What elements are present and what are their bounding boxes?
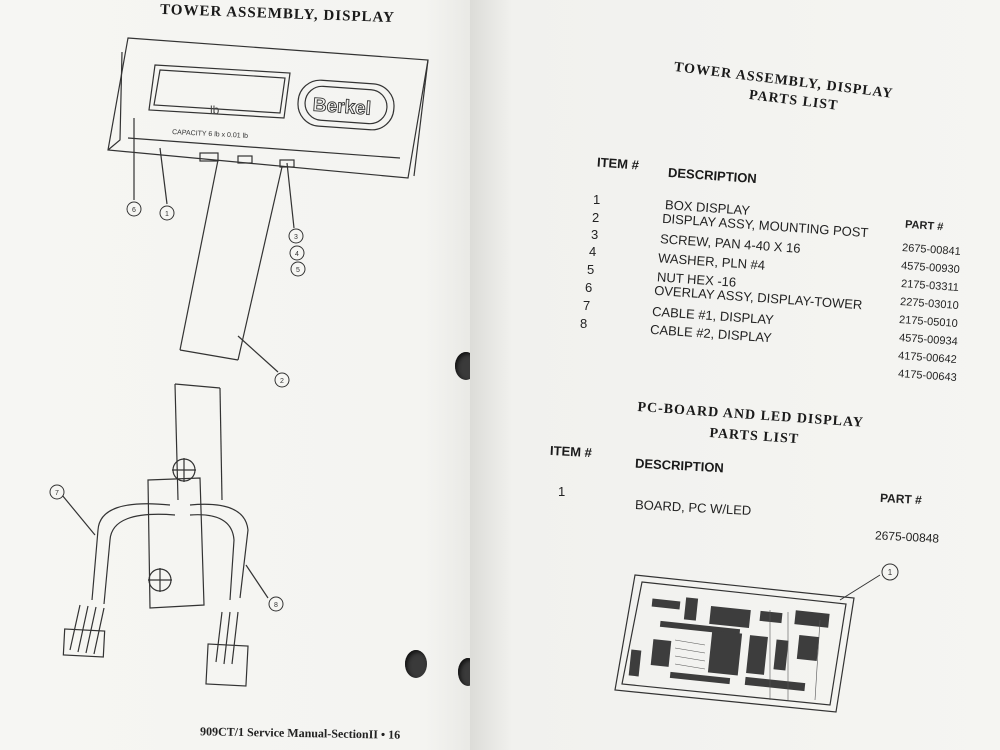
item-number: 1	[593, 192, 601, 207]
callout-4: 4	[295, 251, 299, 258]
callout-3: 3	[294, 234, 298, 241]
callout-6: 6	[132, 207, 136, 214]
item-number: 2	[592, 210, 600, 225]
item-number: 7	[583, 298, 591, 313]
item-number: 6	[585, 280, 593, 295]
pc-board-diagram: 1	[614, 563, 899, 713]
left-page: TOWER ASSEMBLY, DISPLAY	[0, 0, 500, 750]
callout-1: 1	[165, 211, 169, 218]
callout-5: 5	[296, 267, 300, 274]
item-number: 5	[587, 262, 595, 277]
callout-8: 8	[274, 602, 278, 609]
tower-assembly-diagram: 6 1 3 4 5 2 7 8 lb CAPACITY 6 lb x 0.01 …	[49, 37, 429, 687]
display-unit-label: lb	[210, 103, 220, 117]
right-page: TOWER ASSEMBLY, DISPLAY PARTS LIST ITEM …	[470, 0, 1000, 750]
item-number: 3	[591, 227, 599, 242]
callout-7: 7	[55, 490, 59, 497]
callout-2: 2	[280, 378, 284, 385]
capacity-label: CAPACITY 6 lb x 0.01 lb	[172, 129, 248, 140]
pcb-callout-1: 1	[888, 568, 893, 577]
binder-hole	[405, 650, 427, 678]
item-number: 4	[589, 244, 597, 259]
pcb-item-number: 1	[558, 484, 566, 499]
item-number: 8	[580, 316, 588, 331]
brand-logo: Berkel	[312, 95, 371, 120]
